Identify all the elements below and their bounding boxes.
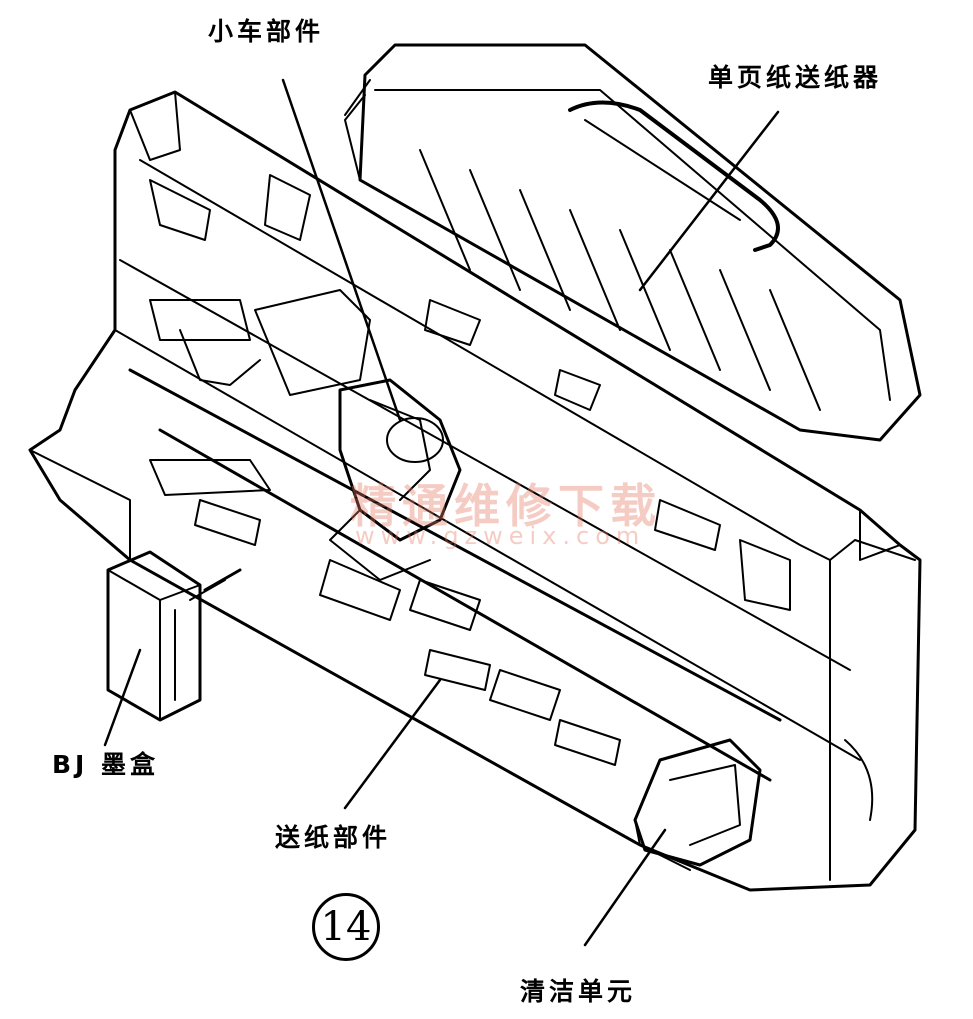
leader-cleaning [583,828,667,947]
label-carriage-unit: 小车部件 [208,17,325,46]
label-cleaning-unit: 清洁单元 [520,977,637,1006]
watermark-text: 精通维修下载 [350,479,662,533]
cleaning-unit [633,738,762,871]
leader-sheet-feeder [638,110,780,292]
figure-number-badge: 14 [312,893,380,961]
sheet-feeder [344,43,922,442]
leader-bj-cartridge [103,648,142,747]
label-sheet-feeder: 单页纸送纸器 [708,63,883,92]
label-bj-cartridge: BJ 墨盒 [52,750,160,779]
leader-paper-feed [343,678,442,810]
bj-cartridge [106,550,242,722]
watermark-url: www.gzweix.com [355,522,646,550]
leader-carriage [281,78,402,422]
label-paper-feed-unit: 送纸部件 [275,823,392,852]
carriage-unit [329,378,462,581]
leader-lines [103,78,780,947]
feeder-handle [568,100,780,252]
paper-feed-rollers [149,459,621,766]
